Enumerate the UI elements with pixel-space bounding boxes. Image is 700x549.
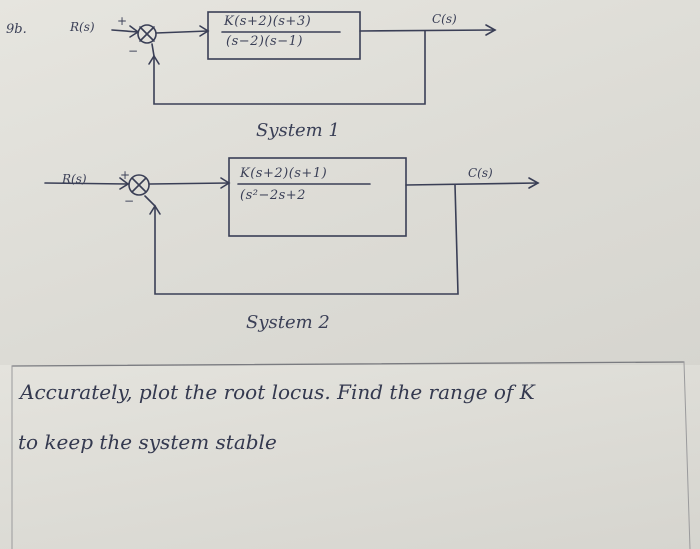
system1-transfer-block — [207, 11, 361, 60]
system1-tf-denominator: (s−2)(s−1) — [226, 34, 303, 49]
system2-input-line — [44, 182, 129, 185]
system1-caption: System 1 — [256, 120, 340, 141]
system1-output-arrowhead — [485, 24, 497, 36]
system1-tf-numerator: K(s+2)(s+3) — [224, 14, 312, 29]
system2-input-label: R(s) — [62, 172, 87, 186]
question-box-top-edge — [11, 361, 685, 367]
system1-input-label: R(s) — [70, 20, 95, 34]
system2-caption: System 2 — [246, 312, 330, 333]
system1-input-line — [111, 29, 139, 33]
system1-forward-line — [155, 30, 209, 34]
system2-transfer-block — [228, 157, 407, 237]
system2-output-label: C(s) — [468, 166, 493, 180]
problem-number: 9b. — [6, 22, 27, 37]
system2-output-arrowhead — [528, 177, 540, 189]
system2-output-line — [405, 182, 539, 186]
question-line-2: to keep the system stable — [18, 430, 277, 454]
question-box-right-edge — [683, 361, 691, 549]
system2-tf-denominator: (s²−2s+2 — [240, 188, 306, 203]
question-line-1: Accurately, plot the root locus. Find th… — [20, 380, 535, 404]
lower-paper-sheet — [0, 365, 700, 549]
system2-feedback-line — [154, 184, 459, 295]
system1-plus-sign: + — [117, 14, 128, 28]
system2-minus-sign: − — [124, 194, 135, 208]
system2-summing-junction — [128, 174, 150, 196]
system2-plus-sign: + — [120, 168, 131, 182]
system1-diagram — [111, 11, 497, 105]
system1-minus-sign: − — [128, 44, 139, 58]
system2-tf-numerator: K(s+2)(s+1) — [240, 166, 328, 181]
system2-diagram — [44, 157, 540, 295]
system1-output-label: C(s) — [432, 12, 457, 26]
system1-summing-junction — [137, 24, 157, 44]
system1-output-line — [359, 29, 496, 32]
system2-forward-line — [149, 182, 230, 185]
system1-feedback-line — [153, 30, 426, 105]
system2-input-arrowhead — [119, 177, 130, 190]
